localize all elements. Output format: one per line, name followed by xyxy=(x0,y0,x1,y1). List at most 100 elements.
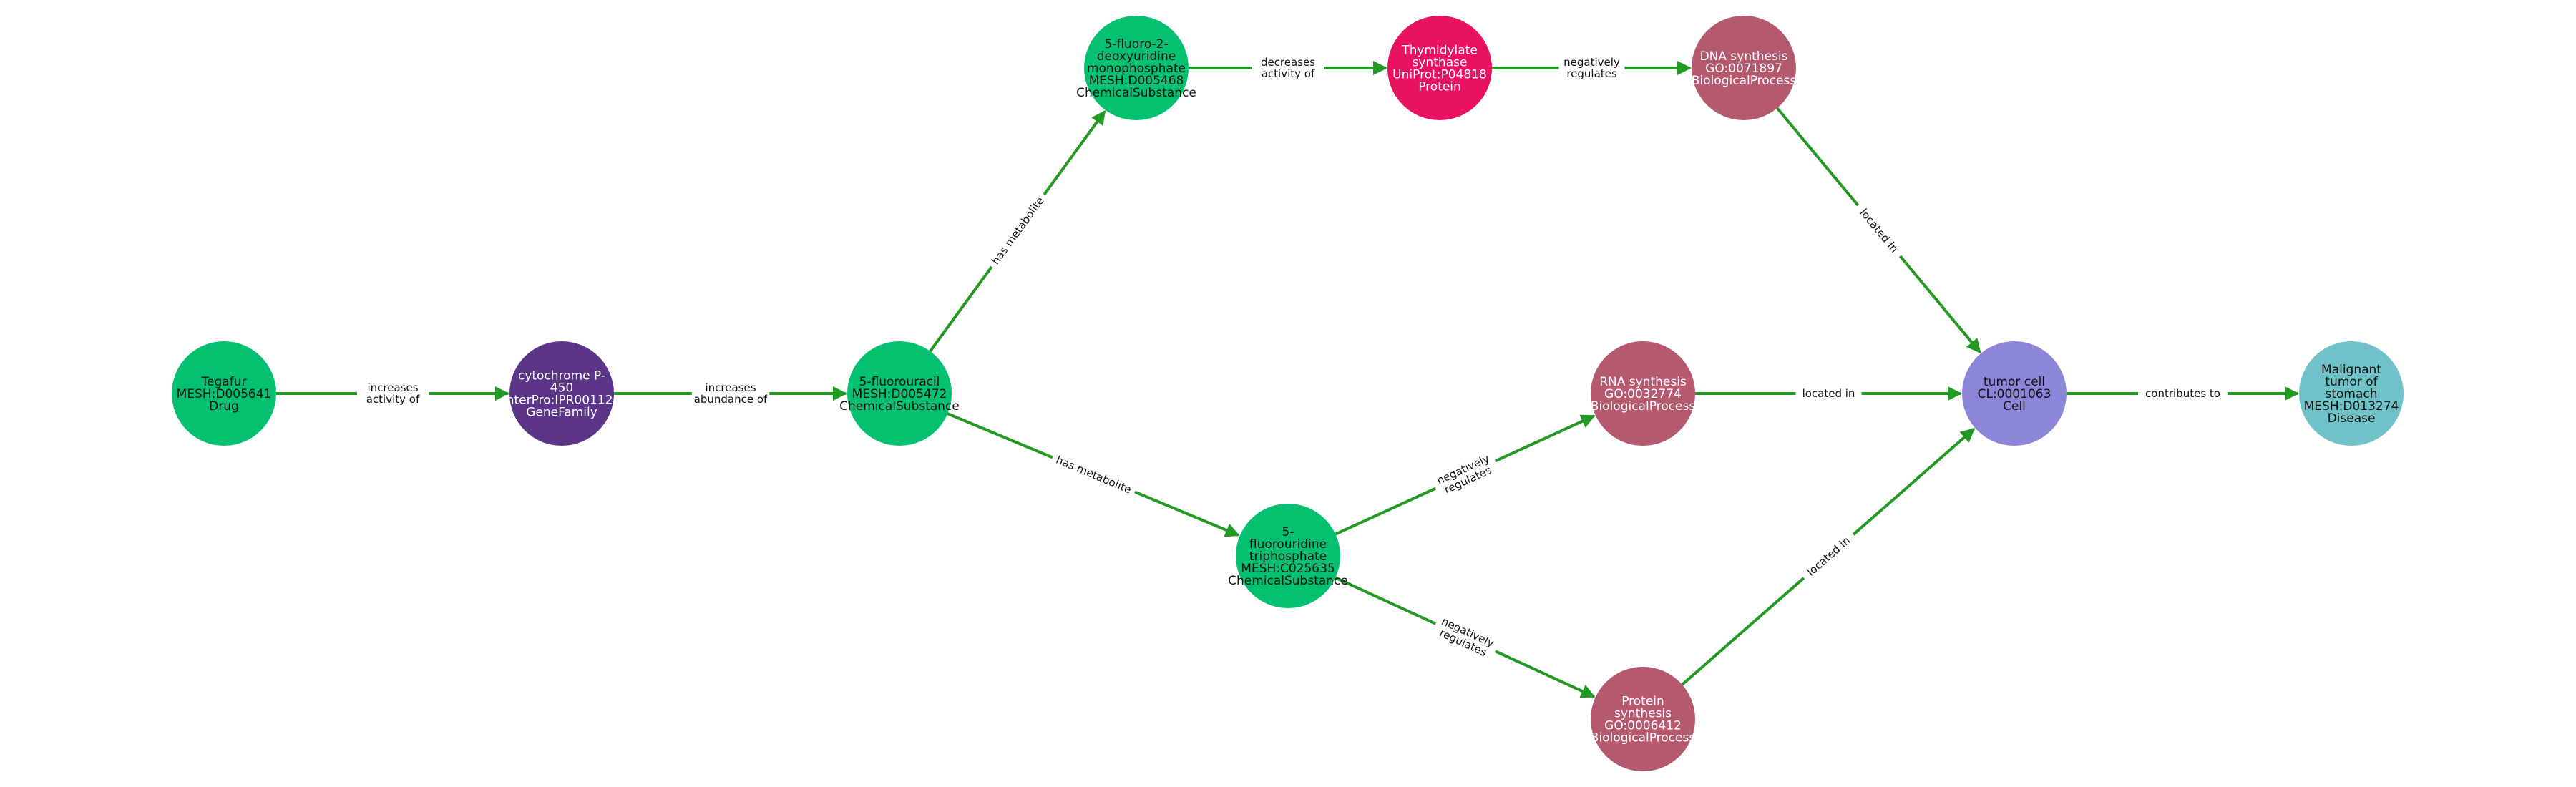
edge-label-background xyxy=(1430,611,1501,664)
edge-label-text: located in xyxy=(1802,387,1855,400)
edge-label-background xyxy=(1852,200,1906,261)
edge-label-line: negatively xyxy=(1563,56,1620,69)
edge-futp-rna_synthesis: negativelyregulates xyxy=(1335,414,1596,536)
edge-label-line: contributes to xyxy=(2145,387,2220,400)
node-label-line: BiologicalProcess xyxy=(1591,399,1696,414)
node-circle xyxy=(1387,16,1492,120)
node-label-line: DNA synthesis xyxy=(1700,49,1788,64)
edge-futp-protein_synthesis: negativelyregulates xyxy=(1335,576,1596,698)
node-label-line: MESH:D005468 xyxy=(1089,74,1184,88)
node-circle xyxy=(509,341,614,446)
edge-tumor_cell-stomach_tumor: contributes to xyxy=(2067,386,2299,401)
node-label-line: GO:0071897 xyxy=(1705,62,1782,76)
edge-label: negativelyregulates xyxy=(1430,449,1501,501)
node-label-line: GO:0006412 xyxy=(1604,719,1682,733)
edge-label-background xyxy=(985,190,1051,272)
edge-label: contributes to xyxy=(2138,386,2228,401)
node-circle xyxy=(847,341,952,446)
node-label-line: 5- xyxy=(1282,525,1294,539)
edge-label-background xyxy=(1795,386,1862,401)
edge-label-background xyxy=(691,380,770,407)
edge-fluorouracil-fdump: has metabolite xyxy=(929,110,1106,353)
edge-label-background xyxy=(1430,449,1501,501)
edge-label-line: decreases xyxy=(1261,56,1315,69)
node-circle xyxy=(1591,341,1695,446)
node-label-line: cytochrome P- xyxy=(518,369,605,383)
node-circle xyxy=(172,341,276,446)
edge-label-text: has metabolite xyxy=(989,195,1047,267)
node-label-line: monophosphate xyxy=(1087,62,1186,76)
node-label-line: 5-fluorouracil xyxy=(859,375,940,389)
node-label-line: Disease xyxy=(2328,411,2376,426)
node-label-line: 5-fluoro-2- xyxy=(1104,37,1168,52)
node-label-line: GeneFamily xyxy=(526,406,597,420)
node-circle xyxy=(1084,16,1189,120)
edge-label-background xyxy=(1798,528,1859,585)
node-label-line: ChemicalSubstance xyxy=(1076,86,1196,100)
node-label-line: tumor of xyxy=(2325,375,2378,389)
node-label-line: MESH:C025635 xyxy=(1241,562,1335,576)
node-label-line: CL:0001063 xyxy=(1978,387,2051,401)
edge-label: located in xyxy=(1798,528,1859,585)
edge-fluorouracil-futp: has metabolite xyxy=(947,412,1240,537)
edge-label-background xyxy=(1252,54,1324,82)
edge-label-text: has metabolite xyxy=(1054,454,1133,497)
edge-label-line: increases xyxy=(367,381,418,394)
node-circle xyxy=(2299,341,2404,446)
node-label-line: BiologicalProcess xyxy=(1591,731,1696,746)
node-label-line: MESH:D013274 xyxy=(2304,399,2399,414)
edge-label-line: regulates xyxy=(1566,67,1617,80)
node-label-line: Cell xyxy=(2003,399,2026,414)
node-label-line: synthesis xyxy=(1614,707,1672,721)
node-label-line: 450 xyxy=(550,381,573,396)
edge-label: located in xyxy=(1852,200,1906,261)
node-label-line: Tegafur xyxy=(201,375,247,389)
edge-label-line: activity of xyxy=(366,393,420,406)
node-label-line: deoxyuridine xyxy=(1097,49,1176,64)
node-label-line: ChemicalSubstance xyxy=(839,399,960,414)
node-label-line: UniProt:P04818 xyxy=(1392,68,1487,82)
node-label-line: MESH:D005472 xyxy=(852,387,947,401)
edge-label-line: located in xyxy=(1805,534,1853,578)
node-label-line: fluorouridine xyxy=(1249,537,1327,552)
node-circle xyxy=(1591,667,1695,771)
edge-dna_synthesis-tumor_cell: located in xyxy=(1776,107,1981,353)
node-label-line: triphosphate xyxy=(1249,549,1327,564)
node-label-line: Drug xyxy=(209,399,239,414)
edge-label-background xyxy=(2138,386,2228,401)
node-label-line: tumor cell xyxy=(1984,375,2045,389)
edge-label: has metabolite xyxy=(985,190,1051,272)
edge-label-line: increases xyxy=(705,381,756,394)
node-label-line: MESH:D005641 xyxy=(177,387,272,401)
edge-rna_synthesis-tumor_cell: located in xyxy=(1695,386,1962,401)
node-circle xyxy=(1236,504,1340,608)
node-label-line: BiologicalProcess xyxy=(1692,74,1797,88)
node-label-line: Thymidylate xyxy=(1401,44,1478,58)
edge-label: located in xyxy=(1795,386,1862,401)
edge-label-line: located in xyxy=(1857,206,1901,255)
